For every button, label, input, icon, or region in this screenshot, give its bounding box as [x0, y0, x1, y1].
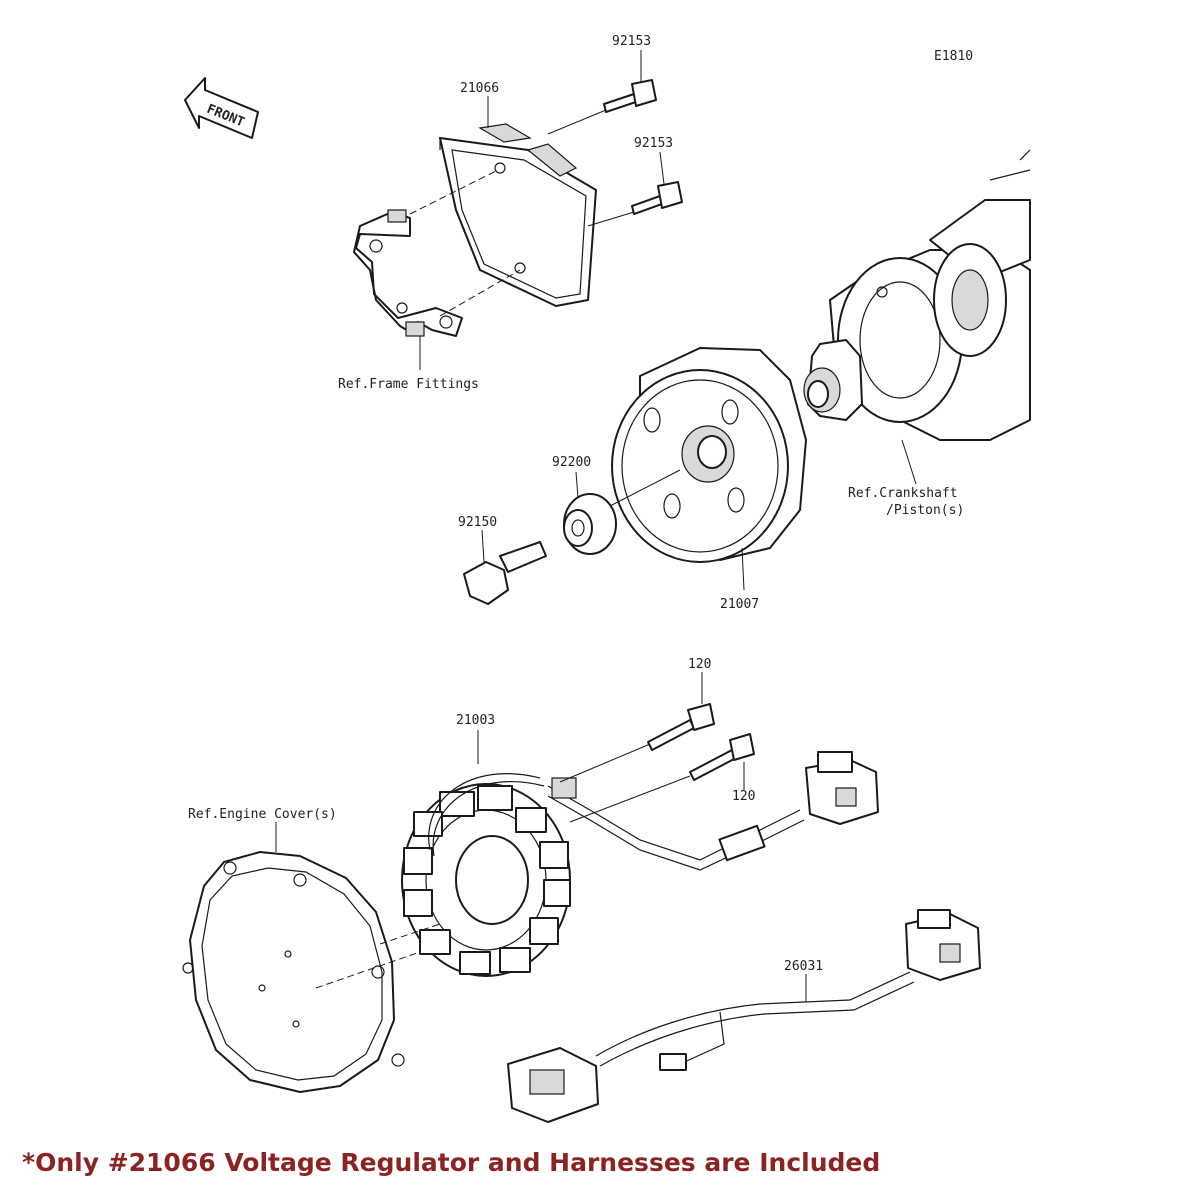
exploded-view: E1810 FRONT 92153 92153 2106 [182, 34, 1031, 1123]
part-label-21066: 21066 [460, 81, 499, 96]
screw-120-a [647, 672, 715, 751]
front-arrow-icon: FRONT [184, 77, 259, 139]
crankshaft [803, 149, 1031, 485]
bolt-92153-lower [631, 151, 683, 215]
screw-120-b [689, 733, 755, 790]
regulator-bracket [353, 209, 463, 337]
ref-crankshaft-line2: /Piston(s) [886, 503, 964, 518]
part-label-92200: 92200 [552, 455, 591, 470]
engine-cover [182, 822, 405, 1093]
stator-21003 [401, 730, 571, 977]
part-label-21003: 21003 [456, 713, 495, 728]
part-label-21007: 21007 [720, 597, 759, 612]
rotor-21007 [611, 347, 807, 591]
part-label-92153-b: 92153 [634, 136, 673, 151]
part-label-120-a: 120 [688, 657, 711, 672]
stator-harness [547, 751, 879, 871]
included-parts-note: *Only #21066 Voltage Regulator and Harne… [22, 1148, 881, 1177]
part-label-92153-a: 92153 [612, 34, 651, 49]
bolt-92150 [463, 529, 547, 605]
ref-crankshaft-line1: Ref.Crankshaft [848, 486, 958, 501]
harness-26031 [507, 909, 981, 1123]
ref-engine-cover: Ref.Engine Cover(s) [188, 807, 337, 822]
bolt-92153-upper [603, 50, 657, 113]
part-label-26031: 26031 [784, 959, 823, 974]
voltage-regulator-21066 [439, 123, 597, 307]
ref-frame-fittings: Ref.Frame Fittings [338, 377, 479, 392]
part-label-120-b: 120 [732, 789, 755, 804]
washer-92200 [563, 471, 617, 555]
diagram-code: E1810 [934, 49, 973, 64]
part-label-92150: 92150 [458, 515, 497, 530]
